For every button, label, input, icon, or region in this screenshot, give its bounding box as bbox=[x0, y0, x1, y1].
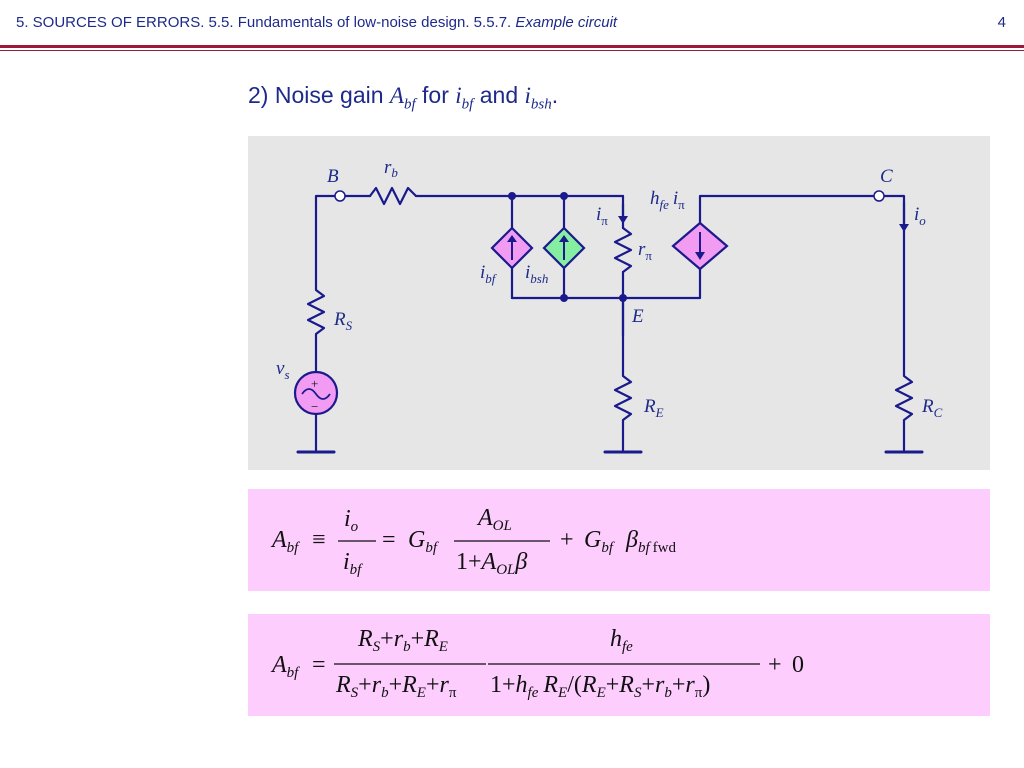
heading-period: . bbox=[551, 82, 559, 108]
header-title: 5. SOURCES OF ERRORS. 5.5. Fundamentals … bbox=[16, 14, 512, 31]
label-node-e: E bbox=[631, 306, 644, 327]
vs-minus: − bbox=[311, 399, 318, 414]
rb-resistor bbox=[368, 186, 418, 206]
eq1-frac-den: 1+AOLβ bbox=[456, 549, 527, 578]
re-resistor bbox=[613, 369, 633, 452]
terminal-c bbox=[873, 190, 885, 202]
label-re: RE bbox=[643, 396, 664, 420]
label-rs: RS bbox=[333, 309, 353, 333]
eq1-equiv: ≡ bbox=[312, 527, 326, 553]
label-ipi: iπ bbox=[596, 204, 608, 228]
label-node-b: B bbox=[327, 166, 339, 187]
wire-b-left bbox=[314, 194, 338, 286]
label-rc: RC bbox=[921, 396, 943, 420]
label-ibsh: ibsh bbox=[525, 262, 548, 286]
circuit-svg: + − B C E rb RS vs RE RC rπ iπ ibf ibsh … bbox=[276, 157, 943, 454]
eq1-g: Gbf bbox=[408, 527, 439, 556]
label-ibf: ibf bbox=[480, 262, 498, 286]
label-vs: vs bbox=[276, 358, 290, 382]
eq1-lhs: Abf bbox=[270, 527, 300, 556]
page-number: 4 bbox=[997, 14, 1006, 31]
heading-var-ibsh: ibsh bbox=[524, 83, 552, 113]
slide-heading: 2) Noise gain Abf for ibf and ibsh. bbox=[248, 82, 558, 114]
rs-resistor bbox=[306, 282, 326, 374]
eq1-num: io bbox=[344, 506, 359, 535]
header-rule-thin bbox=[0, 50, 1024, 51]
eq2-plus: + bbox=[768, 652, 782, 678]
vs-plus: + bbox=[311, 376, 318, 391]
eq1-frac-num: AOL bbox=[476, 505, 512, 534]
ipi-arrowhead bbox=[618, 216, 628, 224]
label-rb: rb bbox=[384, 157, 398, 180]
label-io: io bbox=[914, 204, 926, 228]
slide-header: 5. SOURCES OF ERRORS. 5.5. Fundamentals … bbox=[16, 14, 1006, 36]
eq2-equals: = bbox=[312, 652, 326, 678]
vs-source: + − bbox=[293, 370, 339, 416]
header-rule-thick bbox=[0, 45, 1024, 48]
eq2-num1: RS+rb+RE bbox=[357, 626, 448, 655]
label-node-c: C bbox=[880, 166, 893, 187]
ibf-source bbox=[490, 226, 534, 270]
io-arrowhead bbox=[899, 224, 909, 232]
rpi-resistor bbox=[613, 226, 633, 274]
heading-prefix: 2) Noise gain bbox=[248, 82, 384, 108]
rc-resistor bbox=[894, 369, 914, 452]
label-rpi: rπ bbox=[638, 239, 652, 263]
eq1-equals: = bbox=[382, 527, 396, 553]
terminal-b bbox=[334, 190, 346, 202]
circuit-diagram: + − B C E rb RS vs RE RC rπ iπ ibf ibsh … bbox=[248, 136, 990, 470]
junction-dot-1 bbox=[508, 192, 516, 200]
heading-and: and bbox=[479, 82, 519, 108]
wire-e-line bbox=[510, 267, 702, 300]
eq1-den: ibf bbox=[343, 549, 363, 578]
eq2-lhs: Abf bbox=[270, 652, 300, 681]
wire-c-down bbox=[883, 194, 906, 373]
junction-dot-3 bbox=[560, 294, 568, 302]
eq1-plus: + bbox=[560, 527, 574, 553]
header-title-italic: Example circuit bbox=[515, 14, 618, 31]
wire-top-right bbox=[698, 194, 875, 225]
eq2-num2: hfe bbox=[610, 626, 633, 655]
heading-for: for bbox=[422, 82, 449, 108]
heading-var-ibf: ibf bbox=[455, 83, 474, 113]
junction-dot-e bbox=[619, 294, 627, 302]
dependent-source bbox=[671, 221, 729, 271]
eq2-den1: RS+rb+RE+rπ bbox=[335, 672, 457, 701]
heading-var-abf: Abf bbox=[389, 83, 416, 113]
ibsh-source bbox=[542, 226, 586, 270]
eq2-zero: 0 bbox=[792, 652, 804, 678]
junction-dot-2 bbox=[560, 192, 568, 200]
eq1-g2: Gbf bbox=[584, 527, 615, 556]
